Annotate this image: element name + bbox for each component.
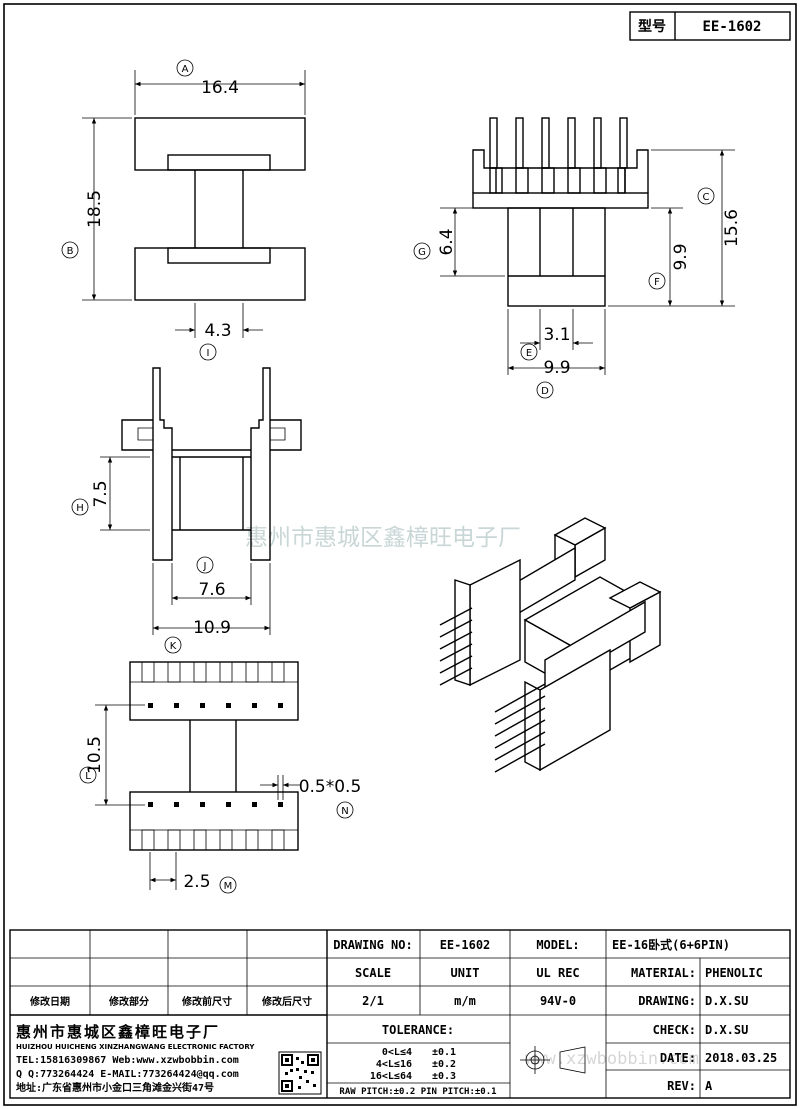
- bottom-view: [95, 661, 300, 890]
- material-label: MATERIAL:: [631, 966, 696, 980]
- marker-F: F: [654, 277, 660, 288]
- tolerance-label: TOLERANCE:: [382, 1023, 454, 1037]
- rev-header-before: 修改前尺寸: [181, 995, 232, 1008]
- header-model-label: 型号: [638, 18, 666, 35]
- ulrec-value: 94V-0: [540, 994, 576, 1008]
- side-view-pins: [489, 117, 628, 194]
- marker-L: L: [85, 771, 91, 782]
- section-view: [100, 367, 302, 635]
- tol-range-1: 0<L≤4: [382, 1047, 412, 1058]
- company-tel: TEL:15816309867 Web:www.xzwbobbin.com: [16, 1054, 239, 1066]
- bottom-view-pins: [148, 703, 283, 807]
- dim-value-F: 9.9: [671, 243, 691, 270]
- dim-value-G: 6.4: [437, 228, 457, 255]
- side-view: [440, 117, 735, 375]
- model-label: MODEL:: [536, 938, 579, 952]
- drawing-no-value: EE-1602: [440, 938, 491, 952]
- marker-C: C: [703, 192, 710, 203]
- marker-M: M: [224, 881, 233, 892]
- check-label: CHECK:: [653, 1023, 696, 1037]
- material-value: PHENOLIC: [705, 966, 763, 980]
- unit-value: m/m: [454, 994, 476, 1008]
- model-value: EE-16卧式(6+6PIN): [612, 937, 730, 952]
- marker-I: I: [207, 348, 210, 359]
- dimension-labels: 16.4 18.5 4.3 15.6 9.9 6.4 3.1 9.9 7.5 7…: [85, 78, 742, 892]
- dim-value-N: 0.5*0.5: [299, 777, 362, 797]
- marker-D: D: [541, 386, 549, 397]
- company-qq: Q Q:773264424 E-MAIL:773264424@qq.com: [16, 1069, 239, 1080]
- drawing-no-label: DRAWING NO:: [333, 938, 412, 952]
- dim-value-E: 3.1: [543, 325, 570, 345]
- dim-value-M: 2.5: [183, 872, 210, 892]
- company-name-cn: 惠州市惠城区鑫樟旺电子厂: [16, 1023, 220, 1041]
- rev-header-after: 修改后尺寸: [261, 995, 312, 1008]
- rev-header-part: 修改部分: [108, 995, 149, 1008]
- dim-value-B: 18.5: [85, 190, 105, 228]
- dim-value-A: 16.4: [201, 78, 239, 98]
- dim-value-H: 7.5: [91, 480, 111, 507]
- ulrec-label: UL REC: [536, 966, 579, 980]
- drawing-label: DRAWING:: [638, 994, 696, 1008]
- company-address: 地址:广东省惠州市小金口三角滩金兴街47号: [16, 1081, 214, 1094]
- tol-range-2: 4<L≤16: [376, 1059, 412, 1070]
- dim-value-C: 15.6: [722, 209, 742, 247]
- tol-range-3: 16<L≤64: [370, 1071, 412, 1082]
- marker-A: A: [182, 64, 189, 75]
- company-name-en: HUIZHOU HUICHENG XINZHANGWANG ELECTRONIC…: [16, 1043, 255, 1051]
- marker-E: E: [526, 348, 532, 359]
- drawing-frame: [3, 3, 797, 1106]
- dim-value-J: 7.6: [198, 580, 225, 600]
- rev-label: REV:: [667, 1079, 696, 1093]
- front-view: [82, 70, 306, 338]
- unit-label: UNIT: [451, 966, 480, 980]
- isometric-view: [439, 517, 662, 773]
- marker-J: J: [203, 561, 207, 572]
- marker-N: N: [341, 806, 348, 817]
- marker-G: G: [418, 247, 426, 258]
- pitch-line: RAW PITCH:±0.2 PIN PITCH:±0.1: [339, 1087, 496, 1097]
- scale-label: SCALE: [355, 966, 391, 980]
- check-value: D.X.SU: [705, 1023, 748, 1037]
- marker-B: B: [67, 246, 74, 257]
- drawing-value: D.X.SU: [705, 994, 748, 1008]
- tol-value-3: ±0.3: [432, 1071, 456, 1082]
- tol-value-1: ±0.1: [432, 1047, 456, 1058]
- dim-value-D: 9.9: [543, 358, 570, 378]
- rev-header-date: 修改日期: [29, 995, 70, 1008]
- title-block: 修改日期 修改部分 修改前尺寸 修改后尺寸 DRAWING NO: EE-160…: [9, 929, 791, 1099]
- date-label: DATE:: [660, 1051, 696, 1065]
- marker-H: H: [76, 503, 84, 514]
- header-model-value: EE-1602: [702, 19, 761, 35]
- dim-value-K: 10.9: [193, 618, 231, 638]
- dim-value-I: 4.3: [204, 321, 231, 341]
- date-value: 2018.03.25: [705, 1051, 777, 1065]
- bottom-view-slots: [141, 661, 285, 851]
- dim-value-L: 10.5: [85, 736, 105, 774]
- watermark-company: 惠州市惠城区鑫樟旺电子厂: [245, 525, 521, 551]
- tol-value-2: ±0.2: [432, 1059, 456, 1070]
- dimension-markers: A B I C F G E D H J K L M N: [61, 59, 715, 894]
- projection-symbol: [520, 1046, 586, 1074]
- marker-K: K: [170, 641, 177, 652]
- watermark-url: www.xzwbobbin.com: [525, 1049, 699, 1069]
- header-model-box: 型号 EE-1602: [629, 11, 791, 41]
- rev-value: A: [705, 1079, 713, 1093]
- scale-value: 2/1: [362, 994, 384, 1008]
- qr-code: [278, 1051, 322, 1095]
